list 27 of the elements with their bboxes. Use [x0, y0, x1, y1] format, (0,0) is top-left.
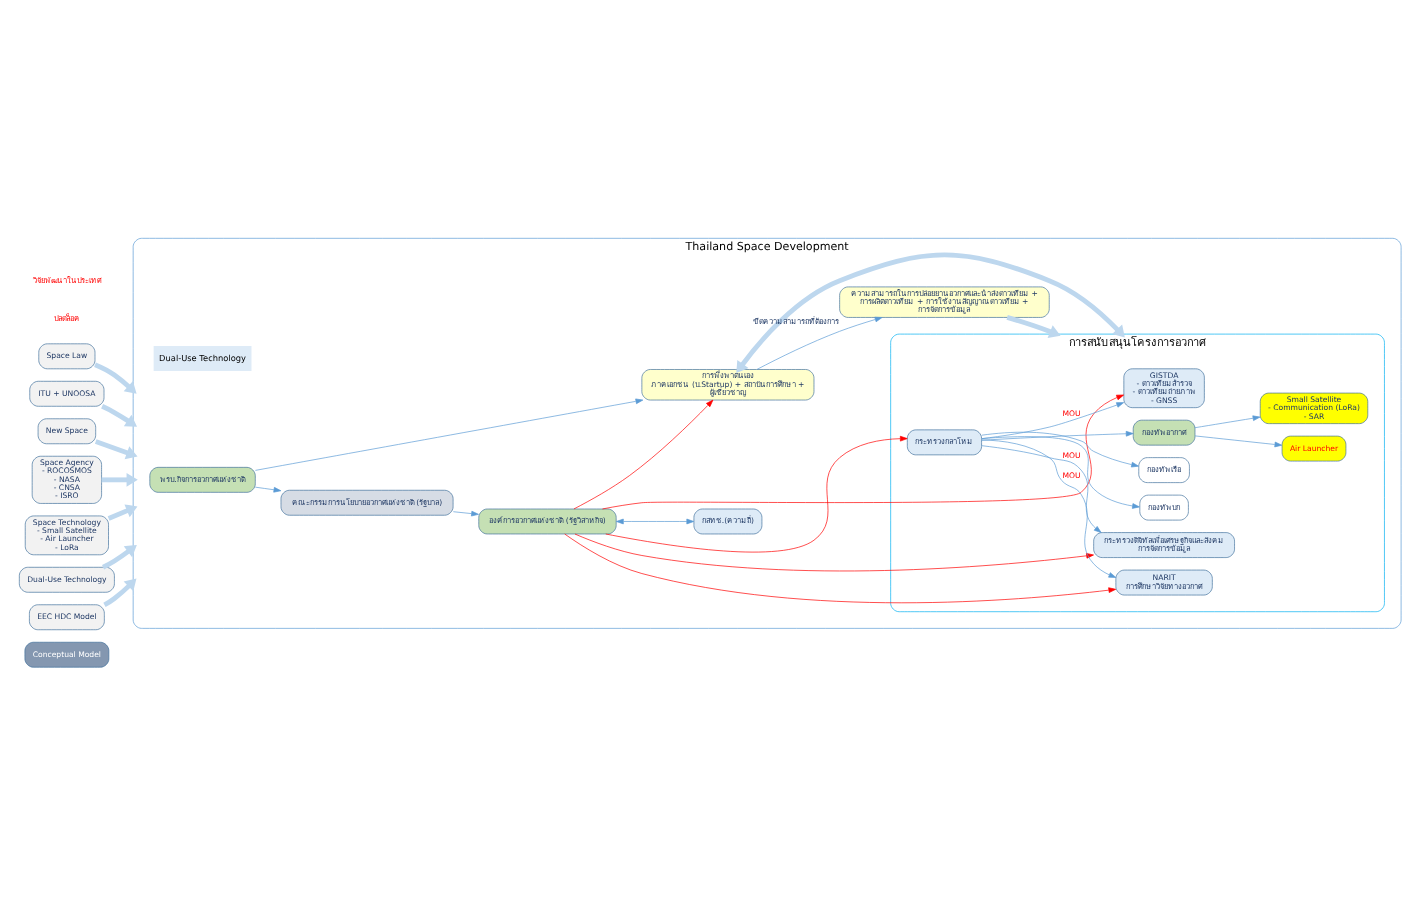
arrow [103, 577, 137, 606]
arrow [564, 532, 1117, 603]
arrow [254, 485, 282, 492]
arrow [981, 401, 1125, 438]
arrow [574, 532, 1094, 571]
arrow [1194, 414, 1261, 428]
arrow [605, 434, 908, 552]
arrow [981, 430, 1139, 467]
arrow [107, 503, 138, 520]
arrow [452, 509, 479, 516]
arrow [94, 438, 138, 459]
arrow [616, 517, 695, 524]
arrow [756, 315, 883, 369]
arrow [981, 438, 1117, 577]
arrow [981, 429, 1134, 440]
arrow [573, 398, 714, 509]
arrow [736, 251, 1125, 373]
arrow [1194, 434, 1283, 447]
arrow [101, 471, 138, 486]
arrow [101, 403, 138, 426]
arrow [102, 543, 137, 569]
arrow [94, 361, 137, 393]
arrow [255, 397, 644, 470]
arrow [981, 435, 1140, 508]
arrow [981, 444, 1102, 532]
arrow [602, 393, 1125, 509]
arrow [1006, 314, 1061, 338]
